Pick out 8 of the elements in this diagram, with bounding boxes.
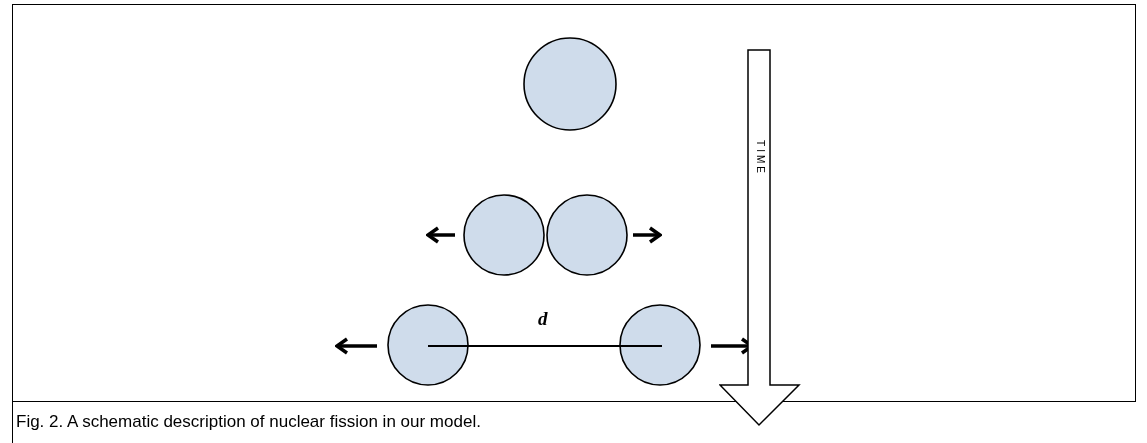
circle-shape — [523, 37, 617, 131]
time-label: TIME — [755, 140, 765, 176]
caption: Fig. 2. A schematic description of nuclear fission in our model. — [16, 411, 481, 433]
circle-shape — [619, 304, 701, 386]
distance-label: d — [538, 309, 548, 328]
circle-shape — [387, 304, 469, 386]
circle-shape — [463, 194, 545, 276]
circle-shape — [546, 194, 628, 276]
